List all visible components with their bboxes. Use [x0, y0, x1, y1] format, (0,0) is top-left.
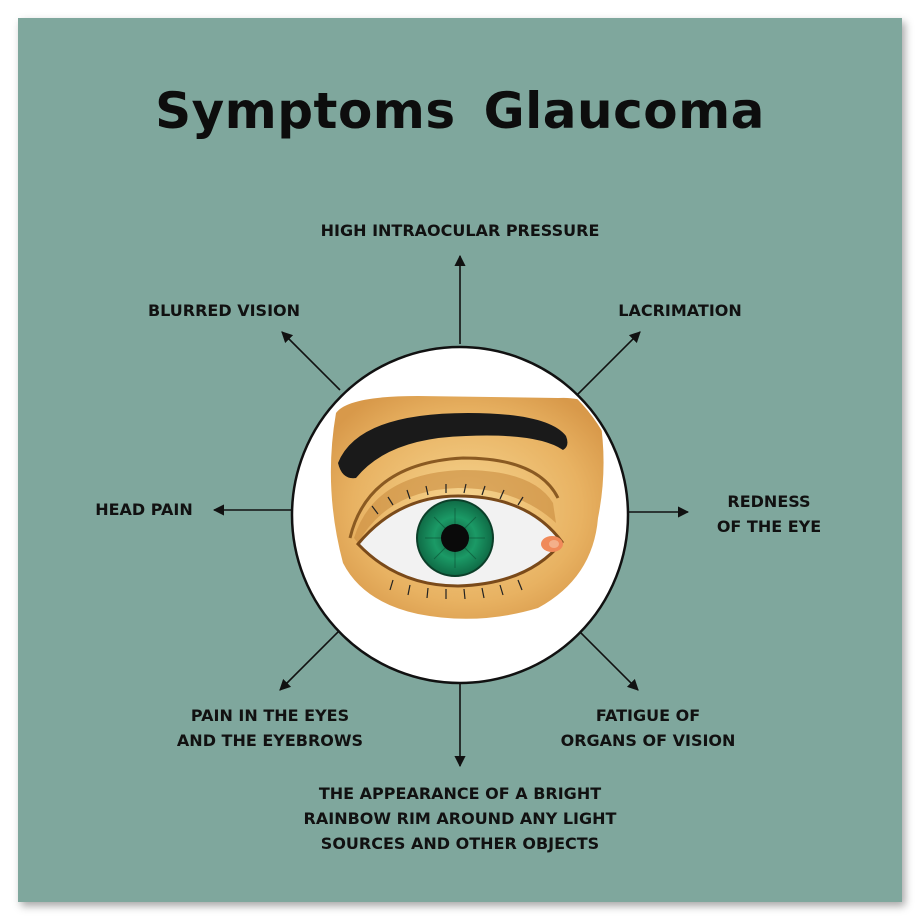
symptom-high-intraocular-pressure: HIGH INTRAOCULAR PRESSURE: [321, 218, 600, 243]
symptom-pain-in-eyes-and-eyebrows: PAIN IN THE EYES AND THE EYEBROWS: [177, 703, 363, 753]
diagram-canvas: [18, 18, 902, 902]
symptom-lacrimation: LACRIMATION: [618, 298, 742, 323]
arrow-icon: [281, 331, 341, 391]
eye-illustration-icon: [290, 345, 630, 685]
symptom-redness-of-the-eye: REDNESS OF THE EYE: [717, 489, 821, 539]
page-title: Symptoms Glaucoma: [155, 82, 765, 140]
arrows: [212, 254, 690, 768]
symptom-line: REDNESS: [727, 492, 811, 511]
symptom-line: OF THE EYE: [716, 517, 822, 536]
symptom-fatigue-of-organs-of-vision: FATIGUE OF ORGANS OF VISION: [561, 703, 736, 753]
symptom-line: SOURCES AND OTHER OBJECTS: [320, 834, 600, 853]
symptom-line: PAIN IN THE EYES: [190, 706, 350, 725]
symptom-line: FATIGUE OF: [595, 706, 701, 725]
symptom-line: AND THE EYEBROWS: [176, 731, 364, 750]
symptom-line: BLURRED VISION: [147, 301, 301, 320]
arrow-icon: [279, 629, 341, 691]
infographic-frame: Symptoms Glaucoma HIGH INTRAOCULAR PRESS…: [18, 18, 902, 902]
symptom-head-pain: HEAD PAIN: [95, 497, 193, 522]
symptom-line: HEAD PAIN: [95, 500, 193, 519]
symptom-line: ORGANS OF VISION: [560, 731, 736, 750]
arrow-icon: [576, 331, 641, 396]
symptom-line: RAINBOW RIM AROUND ANY LIGHT: [303, 809, 617, 828]
symptom-line: LACRIMATION: [618, 301, 742, 320]
symptom-line: HIGH INTRAOCULAR PRESSURE: [320, 221, 600, 240]
arrow-icon: [577, 629, 639, 691]
symptom-line: THE APPEARANCE OF A BRIGHT: [318, 784, 602, 803]
symptom-blurred-vision: BLURRED VISION: [148, 298, 300, 323]
symptom-rainbow-rim: THE APPEARANCE OF A BRIGHT RAINBOW RIM A…: [304, 781, 617, 856]
